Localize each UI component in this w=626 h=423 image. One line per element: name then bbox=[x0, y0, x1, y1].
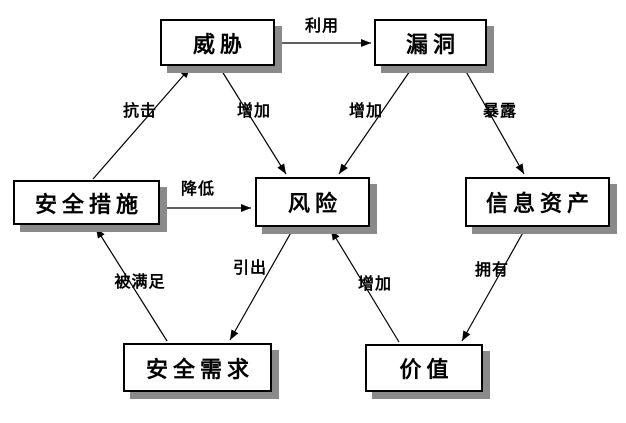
edge-resist-arrow bbox=[92, 67, 191, 180]
edge-increase-value-arrow bbox=[330, 229, 400, 343]
edge-derive-arrow bbox=[229, 228, 294, 341]
node-threat: 威胁 bbox=[160, 19, 275, 66]
node-risk: 风险 bbox=[255, 177, 370, 227]
edge-increase-vulnerability-arrow bbox=[338, 67, 413, 175]
edge-own-arrow bbox=[461, 228, 526, 342]
edge-label-derive: 引出 bbox=[232, 260, 268, 277]
edge-label-increase-vulnerability: 增加 bbox=[348, 103, 384, 120]
edge-label-increase-threat: 增加 bbox=[236, 103, 272, 120]
edge-label-own: 拥有 bbox=[474, 262, 510, 279]
node-value: 价值 bbox=[365, 344, 483, 392]
edge-satisfied-arrow bbox=[95, 227, 168, 342]
node-information-assets: 信息资产 bbox=[465, 177, 610, 227]
edge-expose-arrow bbox=[463, 67, 525, 175]
edge-label-resist: 抗击 bbox=[122, 103, 158, 120]
edge-increase-threat-arrow bbox=[219, 67, 287, 175]
node-security-measures: 安全措施 bbox=[13, 180, 160, 225]
edge-label-satisfied: 被满足 bbox=[114, 274, 166, 291]
edge-label-expose: 暴露 bbox=[482, 103, 518, 120]
edge-label-reduce: 降低 bbox=[180, 181, 216, 198]
edge-label-increase-value: 增加 bbox=[357, 276, 393, 293]
edge-label-exploit: 利用 bbox=[304, 18, 340, 35]
node-vulnerability: 漏洞 bbox=[374, 19, 487, 66]
node-security-requirements: 安全需求 bbox=[123, 343, 272, 392]
